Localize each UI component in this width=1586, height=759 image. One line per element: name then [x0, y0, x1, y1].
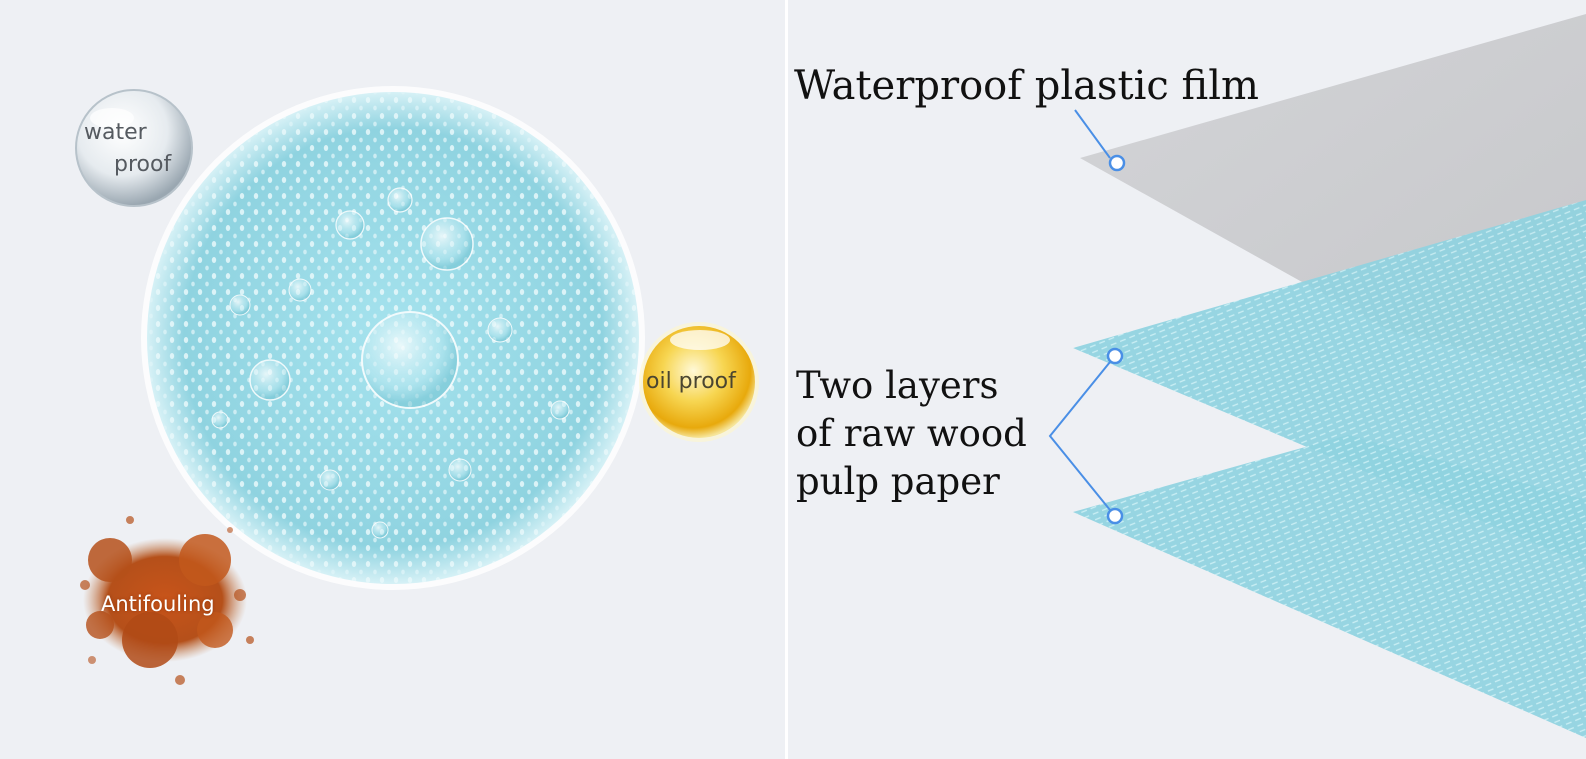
oil-proof-label: oil proof — [646, 369, 736, 394]
oil-drop-icon — [639, 322, 759, 442]
paper-layer-lower — [1073, 435, 1586, 738]
antifouling-label: Antifouling — [101, 592, 215, 616]
paper-layers-label-line2: of raw wood — [796, 412, 1027, 455]
features-illustration — [75, 86, 759, 685]
panel-divider — [785, 0, 788, 759]
plastic-film-label: Waterproof plastic film — [794, 63, 1259, 109]
stain-splash-icon — [80, 516, 254, 685]
water-drop-icon — [75, 89, 193, 207]
paper-callout — [1048, 347, 1124, 525]
features-panel: water proof oil proof Antifouling — [0, 0, 785, 759]
paper-layers-label-line1: Two layers — [796, 364, 999, 407]
layers-panel — [788, 0, 1586, 759]
water-proof-label-line2: proof — [114, 152, 172, 177]
film-callout — [1074, 109, 1126, 172]
paper-layers-label-line3: pulp paper — [796, 460, 1000, 503]
fabric-disc — [141, 86, 645, 590]
water-proof-label-line1: water — [84, 120, 147, 145]
layers-illustration — [1048, 14, 1586, 738]
